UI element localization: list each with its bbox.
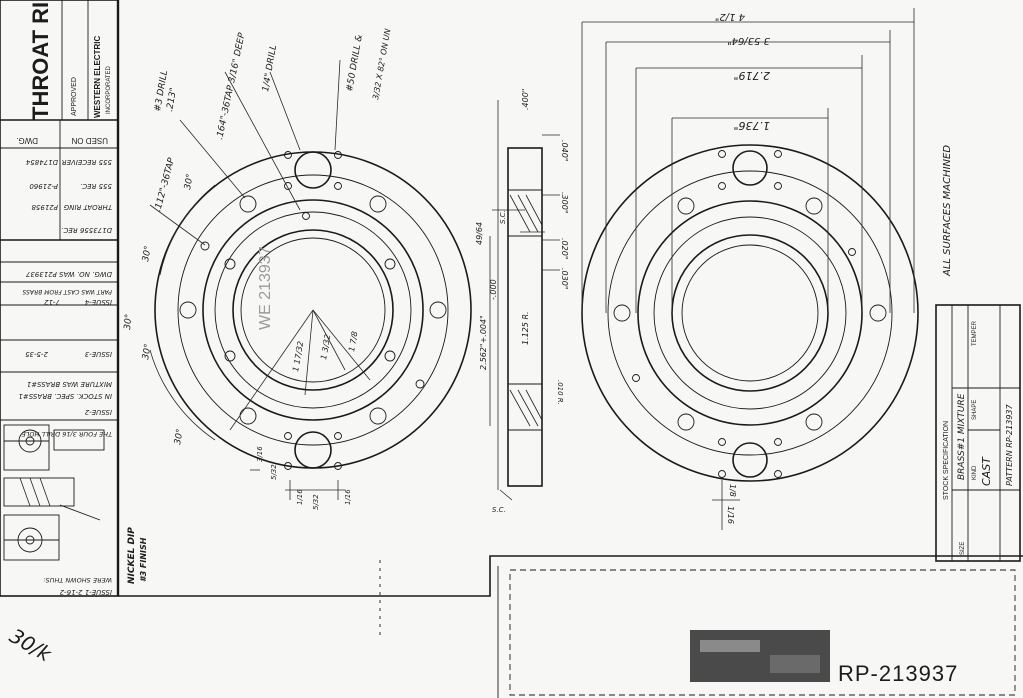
dim-label: 5/32 [270,464,278,480]
old-hole-sketch [3,424,105,561]
revision-history: DWG. NO. WAS P213937 PART WAS CAST FROM … [18,270,112,596]
dim-2719: 2.719" [733,69,770,82]
history-line: ISSUE-4 [85,298,112,306]
dim-030: .030" [560,268,569,290]
dim-label: 1/16 [344,489,352,505]
machining-note: ALL SURFACES MACHINED [942,145,953,277]
dim-1736: 1.736" [733,119,770,132]
dim-2562: 2.562"+.004" [479,315,488,370]
size-header: SIZE [960,542,966,555]
company-incorporated: INCORPORATED [106,65,112,114]
pattern-number: PATTERN RP-213937 [1005,403,1014,486]
angle-label: 30° [141,245,154,262]
angle-label: 30° [183,173,196,190]
dim-020: .020" [560,238,569,260]
dim-bottom: 1/16 [726,506,735,524]
note-drill-3-dia: .213" [165,87,179,113]
used-on-row: D173556 REC. [61,226,112,234]
part-title: THROAT RI [28,2,53,120]
angle-label: 30° [123,313,134,330]
used-on-header: USED ON [71,136,108,145]
dia-label: 1 7/8 [347,331,359,353]
note-tap-164: .164"-36TAP 3/16" DEEP [215,31,248,140]
dim-010: .010 R. [556,380,564,405]
history-line: THE FOUR 3/16 DRILL HOLE [21,430,112,438]
sc-label: S.C. [499,210,507,224]
dim-400: .400" [521,89,530,111]
company-name: WESTERN ELECTRIC [93,36,102,118]
angle-label: 30° [173,428,186,445]
shape-header: SHAPE [972,400,978,420]
section-hatching [509,194,543,427]
history-line: 2-5-35 [25,350,48,358]
temper-header: TEMPER [972,320,978,346]
sc-label: S.C. [492,506,506,514]
history-line: ISSUE-2 [84,408,112,416]
title-block: THROAT RI APPROVED WESTERN ELECTRIC INCO… [0,0,148,597]
approved-label: APPROVED [71,77,78,116]
used-on-row: THROAT RING [63,203,112,211]
dim-bottom: 1/8 [728,484,737,497]
dim-1125: 1.125 R. [521,311,530,345]
dwg-header: DWG. [16,136,38,145]
angle-label: 30° [141,343,154,360]
used-on-row: 555 RECEIVER [62,158,112,166]
note-countersink: 3/32 X 82° ON UN [371,28,392,100]
drawing-number: RP-213937 [838,661,958,686]
history-line: WERE SHOWN THUS: [43,576,112,584]
history-line: MIXTURE WAS BRASS#1 [27,380,112,388]
section-view: .400" .040" .300" .020" .030" 2.562"+.00… [475,89,569,515]
front-view-tapped: .112"-36TAP #3 DRILL .213" .164"-36TAP 3… [123,28,472,510]
dim-3-53-64: 3 53/64" [727,35,770,46]
history-line: ISSUE-1 2-16-2 [59,588,112,596]
dwg-row: P21958 [31,203,58,211]
dim-label: 3/16 [256,446,264,462]
rear-view: 4 1/2" 3 53/64" 2.719" 1.736" 1/8 1/16 A… [581,8,953,530]
dia-label: 1 3/32 [319,334,332,361]
smudge [690,630,830,682]
history-line: IN STOCK. SPEC. BRASS#1 [18,392,112,400]
stock-kind: CAST [980,456,993,486]
history-line: 7-12 [44,298,60,306]
dim-4-half: 4 1/2" [715,11,745,22]
kind-header: KIND [972,465,978,480]
dwg-row: P-21960 [29,182,58,190]
handwritten-mark: 30/k [6,624,57,667]
dim-040: .040" [560,140,569,162]
dim-2562-tol: -.000 [489,279,498,300]
finish-note-2: #3 FINISH [139,537,148,582]
stock-material: BRASS#1 MIXTURE [957,393,967,480]
part-stamp: WE 213937 [257,246,274,330]
stock-spec-title: STOCK SPECIFICATION [943,421,950,500]
stock-specification: STOCK SPECIFICATION BRASS#1 MIXTURE KIND… [935,304,1021,562]
dwg-row: D174854 [26,158,58,166]
dia-label: 1 17/32 [291,341,305,373]
note-drill-50: #50 DRILL & [345,34,365,92]
note-tap-112: .112"-36TAP [153,156,177,212]
history-line: PART WAS CAST FROM BRASS [22,288,112,295]
history-line: DWG. NO. WAS P213937 [25,270,112,278]
history-line: ISSUE-3 [85,350,112,358]
used-on-row: 555 REC. [80,182,112,190]
dim-300: .300" [560,192,569,214]
note-drill-14: 1/4" DRILL [261,44,279,92]
finish-note: NICKEL DIP [127,527,137,584]
dim-label: 5/32 [312,494,320,510]
dim-label: 1/16 [296,489,304,505]
dim-4964: 49/64 [475,222,484,245]
sheet-border [118,555,1023,698]
